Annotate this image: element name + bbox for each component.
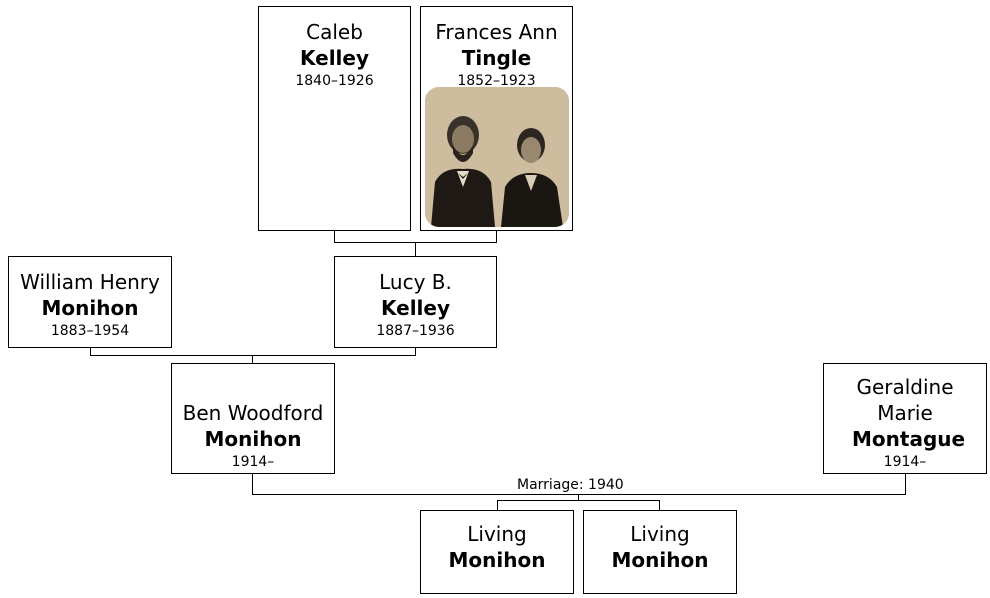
portrait-image [425,87,569,227]
surname: Kelley [299,46,370,70]
surname: Monihon [611,548,709,572]
person-box-living-monihon-2[interactable]: Living Monihon [583,510,737,594]
surname: Monihon [204,427,302,451]
given-name: Living [630,522,690,546]
connector-line [252,355,253,363]
connector-line [252,473,253,494]
given-name: Frances Ann [435,20,558,44]
connector-line [497,500,498,510]
connector-line [90,355,416,356]
marriage-label: Marriage: 1940 [515,477,626,493]
given-name: Lucy B. [379,270,452,294]
connector-line [415,242,416,256]
portrait-photo [425,87,569,227]
life-dates: 1914– [231,454,275,470]
connector-line [659,500,660,510]
connector-line [496,230,497,242]
surname: Monihon [448,548,546,572]
connector-line [905,473,906,494]
life-dates: 1852–1923 [457,73,536,89]
person-box-living-monihon-1[interactable]: Living Monihon [420,510,574,594]
life-dates: 1883–1954 [50,323,130,339]
connector-line [415,347,416,355]
surname: Kelley [380,296,451,320]
marriage-line [252,494,906,495]
given-name: William Henry [20,270,160,294]
given-name: Geraldine Marie [856,375,954,425]
person-box-william-monihon[interactable]: William Henry Monihon 1883–1954 [8,256,172,348]
connector-line [90,347,91,355]
given-name: Living [467,522,527,546]
given-name: Ben Woodford [182,401,324,425]
given-name: Caleb [306,20,363,44]
surname: Tingle [461,46,532,70]
surname: Montague [852,427,966,451]
life-dates: 1887–1936 [376,323,455,339]
person-box-frances-tingle[interactable]: Frances Ann Tingle 1852–1923 [420,6,573,231]
connector-line [578,494,579,500]
person-box-lucy-kelley[interactable]: Lucy B. Kelley 1887–1936 [334,256,497,348]
connector-line [334,230,335,242]
life-dates: 1914– [883,454,927,470]
life-dates: 1840–1926 [295,73,374,89]
connector-line [497,500,660,501]
surname: Monihon [41,296,139,320]
person-box-ben-monihon[interactable]: Ben Woodford Monihon 1914– [171,363,335,474]
person-box-geraldine-montague[interactable]: Geraldine Marie Montague 1914– [823,363,987,474]
person-box-caleb-kelley[interactable]: Caleb Kelley 1840–1926 [258,6,411,231]
